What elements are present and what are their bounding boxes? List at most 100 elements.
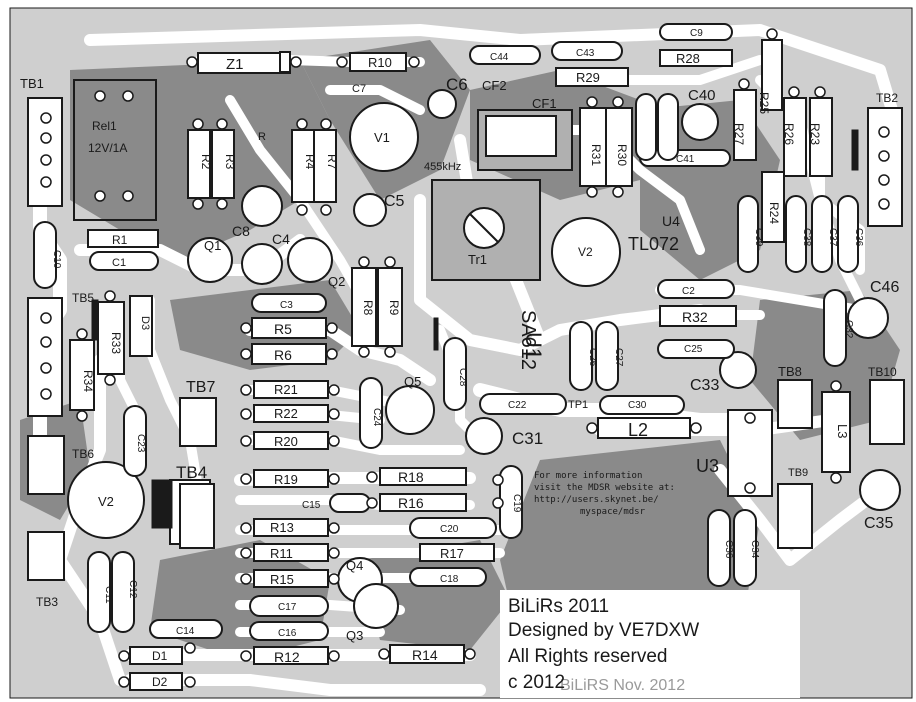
label-rel1-rating: 12V/1A <box>88 141 127 155</box>
label-c9: C9 <box>690 28 703 39</box>
label-r17: R17 <box>440 546 464 561</box>
label-r6: R6 <box>274 347 292 363</box>
credits-mirror: BiLiRS Nov. 2012 <box>560 677 685 694</box>
label-c31: C31 <box>512 429 543 448</box>
label-r26: R26 <box>782 123 796 145</box>
label-d2: D2 <box>152 675 168 689</box>
label-r3: R3 <box>223 154 237 170</box>
label-c12: C12 <box>127 580 138 599</box>
ceramic-capacitors <box>33 23 859 641</box>
label-r12: R12 <box>274 649 300 665</box>
label-v2-reg: V2 <box>578 245 593 259</box>
info-note: For more information visit the MDSR webs… <box>534 471 675 517</box>
label-r27: R27 <box>732 123 746 145</box>
label-cf1: CF1 <box>532 96 557 111</box>
solder-pads <box>40 28 890 688</box>
label-c46: C46 <box>870 279 899 296</box>
label-rel1: Rel1 <box>92 119 117 133</box>
label-c18: C18 <box>440 574 459 585</box>
label-tb3: TB3 <box>36 595 58 609</box>
label-r11: R11 <box>270 546 293 561</box>
label-cf2: CF2 <box>482 78 507 93</box>
label-c8: C8 <box>232 223 250 239</box>
label-c16: C16 <box>278 628 297 639</box>
label-c14: C14 <box>176 626 195 637</box>
label-c1: C1 <box>112 257 126 269</box>
label-tb10: TB10 <box>868 365 897 379</box>
label-l2: L2 <box>628 420 648 440</box>
label-d1: D1 <box>152 649 168 663</box>
label-c15: C15 <box>302 500 321 511</box>
label-r21: R21 <box>274 382 298 397</box>
label-q1: Q1 <box>204 238 221 253</box>
label-r9: R9 <box>387 300 401 316</box>
label-r30: R30 <box>615 144 629 166</box>
label-q3: Q3 <box>346 628 363 643</box>
label-r1: R1 <box>112 233 128 247</box>
relay-and-transformer <box>73 79 573 281</box>
label-r2: R2 <box>199 154 213 170</box>
label-u4: U4 <box>662 213 680 229</box>
label-u3: U3 <box>696 456 719 476</box>
label-r34: R34 <box>81 370 95 392</box>
label-r16: R16 <box>398 495 424 511</box>
label-r13: R13 <box>270 520 294 535</box>
label-c36b: C36 <box>723 540 734 559</box>
label-r14: R14 <box>412 647 438 663</box>
label-r33: R33 <box>109 332 123 354</box>
label-c25: C25 <box>684 344 703 355</box>
round-components <box>67 89 901 629</box>
label-455khz: 455kHz <box>424 161 461 173</box>
label-c24: C24 <box>371 408 382 427</box>
label-c36: C36 <box>853 228 864 247</box>
label-c27: C27 <box>613 348 624 367</box>
label-u1: U1 <box>521 332 546 360</box>
label-c32: C32 <box>843 320 854 339</box>
info-note-line-3: http://users.skynet.be/ <box>534 495 659 505</box>
vertical-resistor-bodies <box>69 39 851 545</box>
label-r22: R22 <box>274 406 298 421</box>
label-c23: C23 <box>135 434 146 453</box>
label-r5: R5 <box>274 321 292 337</box>
info-note-line-4: myspace/mdsr <box>580 507 646 517</box>
label-q2: Q2 <box>328 274 345 289</box>
label-r19: R19 <box>274 472 298 487</box>
label-c28: C28 <box>457 368 468 387</box>
label-c10: C10 <box>51 250 62 269</box>
resistor-bodies <box>87 49 737 691</box>
label-tp1: TP1 <box>568 399 588 411</box>
label-r28: R28 <box>676 51 700 66</box>
label-r-small: R <box>258 131 266 143</box>
label-r32: R32 <box>682 309 708 325</box>
label-c39: C39 <box>753 228 764 247</box>
label-r18: R18 <box>398 469 424 485</box>
label-c7: C7 <box>352 83 366 95</box>
label-r8: R8 <box>361 300 375 316</box>
label-r15: R15 <box>270 572 294 587</box>
label-c40: C40 <box>688 87 716 104</box>
label-l3: L3 <box>835 424 850 438</box>
label-r10: R10 <box>368 55 392 70</box>
label-tb5: TB5 <box>72 291 94 305</box>
label-r29: R29 <box>576 70 600 85</box>
label-v1: V1 <box>374 130 390 145</box>
label-c4: C4 <box>272 231 290 247</box>
label-c43: C43 <box>576 48 595 59</box>
label-c38: C38 <box>801 228 812 247</box>
label-tl072: TL072 <box>628 234 679 254</box>
label-c26: C26 <box>587 348 598 367</box>
label-c37: C37 <box>827 228 838 247</box>
label-r20: R20 <box>274 434 298 449</box>
label-q5: Q5 <box>404 374 421 389</box>
label-r25: R25 <box>757 92 771 114</box>
credits-line-1: BiLiRs 2011 <box>508 596 609 617</box>
label-c11: C11 <box>103 586 114 604</box>
credits-line-2: Designed by VE7DXW <box>508 620 699 641</box>
label-tr1: Tr1 <box>468 252 487 267</box>
credits-line-3: All Rights reserved <box>508 646 667 667</box>
label-tb1: TB1 <box>20 76 44 91</box>
label-c2: C2 <box>682 286 695 297</box>
label-r23: R23 <box>808 123 822 145</box>
label-tb9: TB9 <box>788 467 808 479</box>
